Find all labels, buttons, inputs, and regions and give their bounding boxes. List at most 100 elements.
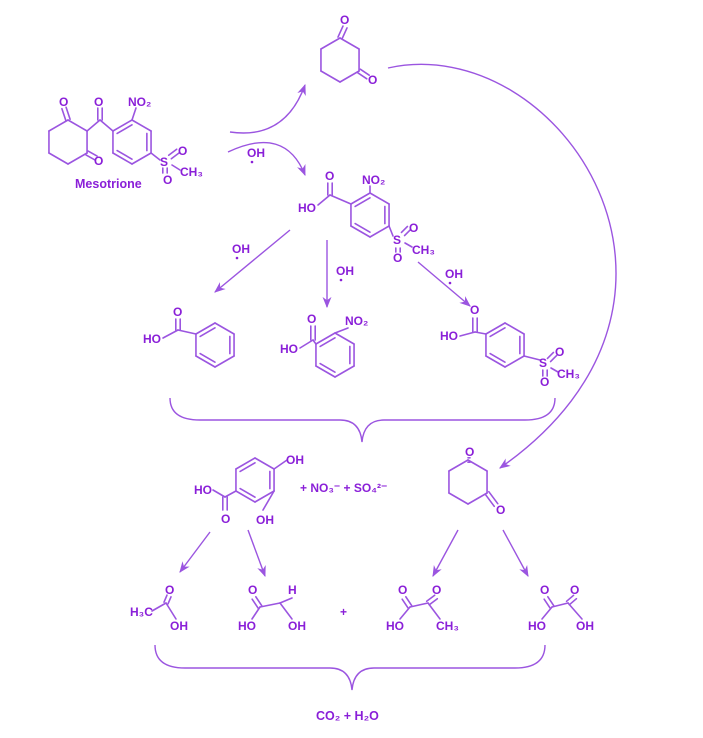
- bond: [485, 355, 506, 368]
- acetic-acid: H₃C O OH: [130, 583, 188, 633]
- hydroxyl-radical-label: OH: [247, 146, 265, 160]
- bond: [567, 602, 583, 620]
- atom-o: O: [165, 583, 174, 597]
- arrow-to-benzoic: [214, 229, 291, 293]
- mesotrione: O O O NO₂ S O O CH₃ Mesotrione: [59, 95, 203, 191]
- radical-dot: [250, 160, 254, 164]
- arrow-to-pyruvic: [432, 529, 459, 577]
- bond: [165, 602, 177, 620]
- arrow-to-oxalic: [502, 529, 529, 577]
- hydroxyl-radical-label: OH: [232, 242, 250, 256]
- atom-o: O: [325, 169, 334, 183]
- atom-o: O: [540, 583, 549, 597]
- bond: [388, 225, 394, 237]
- bond: [151, 602, 167, 612]
- bond: [467, 492, 488, 505]
- benzoic-acid: O HO: [143, 305, 182, 346]
- radical-dot: [339, 278, 343, 282]
- atom-ch3: CH₃: [412, 243, 435, 257]
- bond: [320, 70, 341, 83]
- bond: [167, 148, 178, 157]
- bond: [488, 490, 499, 505]
- bond: [251, 606, 261, 620]
- atom-h: H: [288, 583, 297, 597]
- bond: [167, 596, 172, 605]
- ions-label: + NO₃⁻ + SO₄²⁻: [300, 481, 387, 495]
- bond: [315, 332, 336, 345]
- atom-o: O: [94, 95, 103, 109]
- bond: [61, 107, 67, 122]
- brace-1: [169, 397, 556, 443]
- bond: [170, 151, 181, 160]
- bond: [334, 365, 355, 378]
- bond: [541, 606, 553, 620]
- bond: [87, 150, 98, 157]
- nitrobenzoic-acid: O HO NO₂: [280, 312, 368, 356]
- arrows: [154, 63, 617, 691]
- bond: [235, 490, 256, 503]
- arrow-to-acetic: [179, 531, 211, 573]
- bond: [341, 27, 348, 40]
- atom-ho: HO: [280, 342, 298, 356]
- bond: [568, 597, 578, 606]
- atom-no2: NO₂: [128, 95, 151, 109]
- bond: [369, 225, 390, 238]
- atom-ho: HO: [386, 619, 404, 633]
- atom-o: O: [340, 13, 349, 27]
- atom-o: O: [173, 305, 182, 319]
- dione-bottom: O O: [465, 445, 505, 517]
- atom-o: O: [178, 144, 187, 158]
- bond: [195, 322, 216, 335]
- arrow-dione-recycle: [387, 63, 617, 469]
- bond: [405, 595, 413, 607]
- bond: [112, 119, 133, 132]
- bond: [369, 192, 390, 205]
- atom-s: S: [393, 233, 401, 247]
- arrow-to-intermediate: [227, 141, 306, 177]
- bond: [65, 106, 71, 121]
- bond: [262, 490, 275, 511]
- plus-sign: +: [340, 605, 347, 619]
- bond: [131, 152, 152, 165]
- atom-o: O: [465, 445, 474, 459]
- bond: [459, 331, 476, 337]
- atom-no2: NO₂: [362, 173, 385, 187]
- atom-o: O: [470, 303, 479, 317]
- atom-ch3: CH₃: [436, 619, 459, 633]
- atom-oh: OH: [286, 453, 304, 467]
- bond: [504, 355, 525, 368]
- bond: [312, 339, 317, 345]
- atom-o: O: [555, 345, 564, 359]
- atom-ch3: CH₃: [557, 367, 580, 381]
- bond: [357, 72, 368, 80]
- bond: [214, 322, 235, 335]
- bond: [85, 154, 96, 161]
- bond: [116, 149, 133, 160]
- dione-top: O O: [340, 13, 377, 87]
- bond: [350, 225, 371, 238]
- atom-ho: HO: [194, 483, 212, 497]
- bond: [317, 194, 331, 206]
- bond: [485, 322, 506, 335]
- bond: [399, 606, 411, 620]
- bond: [409, 602, 429, 608]
- bond: [543, 598, 551, 610]
- bond: [259, 602, 281, 608]
- pyruvic-acid: O O HO CH₃: [386, 583, 459, 633]
- bond: [199, 352, 216, 363]
- radical-dot: [448, 281, 452, 285]
- bond: [339, 70, 360, 83]
- sulfonylbenzoic-acid: O HO S O O CH₃: [440, 303, 580, 389]
- atom-oh: OH: [256, 513, 274, 527]
- bond: [195, 355, 216, 368]
- bond: [199, 327, 216, 338]
- bond: [131, 119, 152, 132]
- atom-oh: OH: [288, 619, 306, 633]
- bond: [86, 119, 101, 132]
- bond: [448, 492, 469, 505]
- final-products: CO₂ + H₂O: [316, 709, 379, 723]
- bond: [319, 337, 336, 348]
- bonds: [48, 25, 583, 620]
- bond: [99, 119, 114, 132]
